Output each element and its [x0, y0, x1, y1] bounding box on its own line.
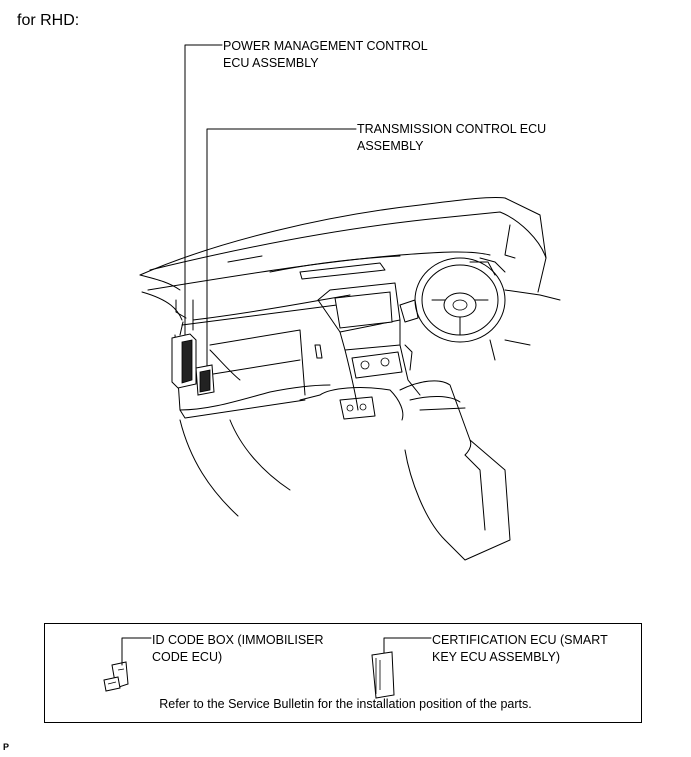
- certification-ecu-label-line1: CERTIFICATION ECU (SMART: [432, 633, 608, 647]
- id-code-box-label: ID CODE BOX (IMMOBILISER CODE ECU): [152, 632, 352, 666]
- page-title: for RHD:: [17, 12, 80, 29]
- id-code-box-label-line2: CODE ECU): [152, 650, 223, 664]
- transmission-ecu-label-line1: TRANSMISSION CONTROL ECU: [357, 122, 547, 136]
- footer-mark: P: [3, 742, 10, 752]
- service-bulletin-note: Refer to the Service Bulletin for the in…: [159, 697, 532, 711]
- leader-lines: [184, 44, 357, 373]
- power-management-ecu-label-line2: ECU ASSEMBLY: [223, 56, 319, 70]
- power-management-ecu-label: POWER MANAGEMENT CONTROL ECU ASSEMBLY: [223, 38, 483, 72]
- dashboard-drawing: [139, 196, 561, 561]
- certification-ecu-label: CERTIFICATION ECU (SMART KEY ECU ASSEMBL…: [432, 632, 662, 666]
- power-management-ecu-label-line1: POWER MANAGEMENT CONTROL: [223, 39, 428, 53]
- certification-ecu-icon: [371, 637, 432, 699]
- id-code-box-label-line1: ID CODE BOX (IMMOBILISER: [152, 633, 324, 647]
- certification-ecu-label-line2: KEY ECU ASSEMBLY): [432, 650, 561, 664]
- id-code-box-icon: [103, 637, 152, 692]
- transmission-ecu-label: TRANSMISSION CONTROL ECU ASSEMBLY: [357, 121, 637, 155]
- transmission-ecu-label-line2: ASSEMBLY: [357, 139, 424, 153]
- legend-box: [44, 623, 642, 723]
